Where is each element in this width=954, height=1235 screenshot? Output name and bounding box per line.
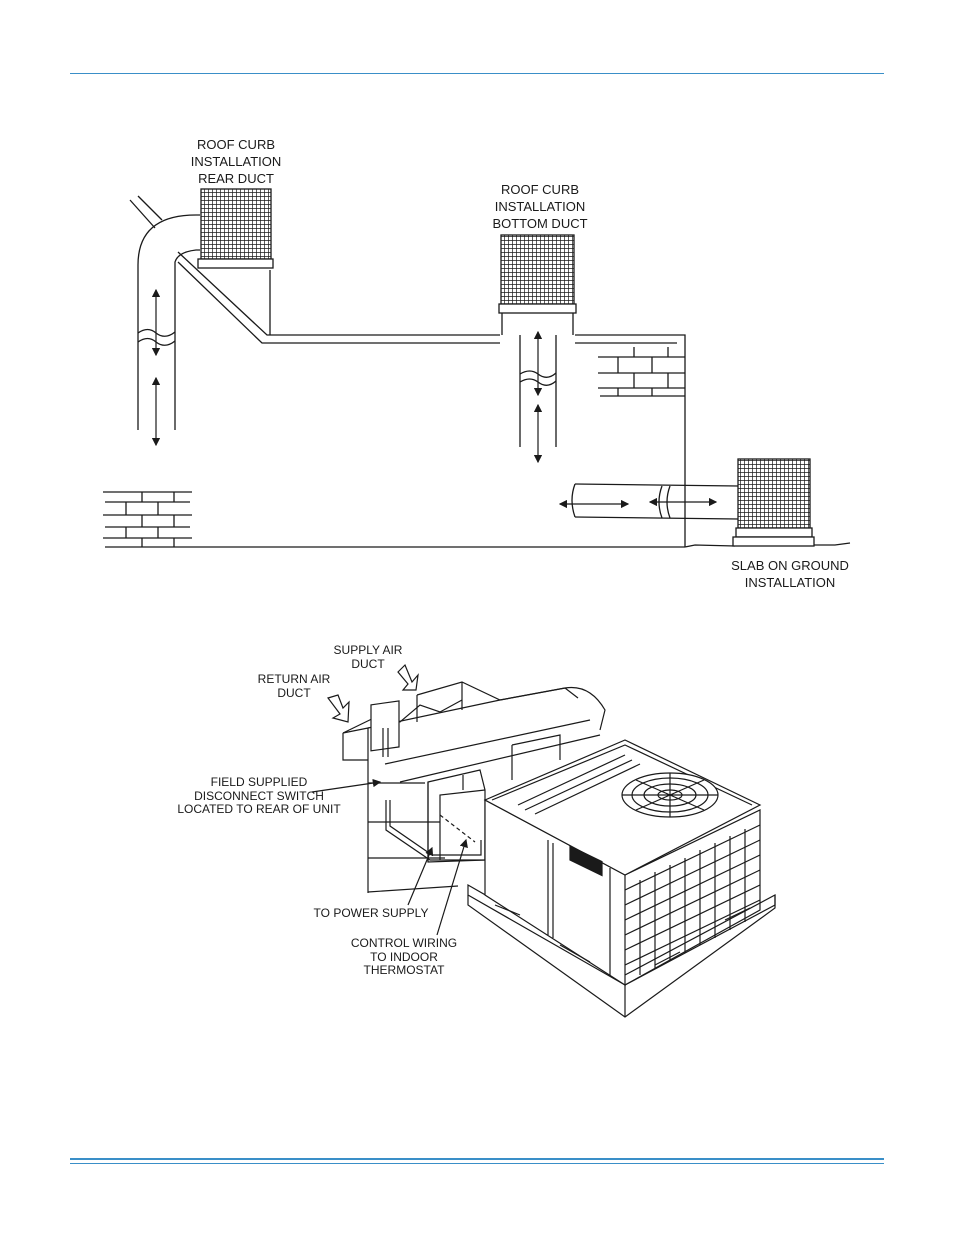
label-line: SUPPLY AIR — [333, 643, 403, 657]
bottom-duct-label: ROOF CURB INSTALLATION BOTTOM DUCT — [480, 181, 600, 232]
label-line: DISCONNECT SWITCH — [194, 788, 324, 803]
power-supply-label: TO POWER SUPPLY — [301, 906, 441, 921]
slab-label: SLAB ON GROUND INSTALLATION — [720, 557, 860, 591]
rear-duct-label: ROOF CURB INSTALLATION REAR DUCT — [176, 136, 296, 187]
label-line: RETURN AIR — [257, 672, 331, 686]
footer-rule-bottom — [70, 1163, 884, 1164]
label-line: INSTALLATION — [494, 199, 586, 214]
rear-duct-elbow — [137, 214, 200, 430]
slab-unit — [737, 458, 811, 529]
supply-flow-arrow — [397, 663, 419, 691]
leader-line — [311, 778, 382, 793]
supply-air-label: SUPPLY AIR DUCT — [318, 643, 418, 671]
label-line: SLAB ON GROUND — [731, 558, 849, 573]
header-rule — [70, 73, 884, 74]
installation-types-diagram — [103, 188, 851, 548]
label-line: TO POWER SUPPLY — [313, 906, 429, 920]
label-line: LOCATED TO REAR OF UNIT — [177, 802, 341, 816]
label-line: FIELD SUPPLIED — [210, 775, 308, 789]
leader-line — [407, 846, 434, 906]
label-line: BOTTOM DUCT — [492, 216, 588, 231]
label-line: THERMOSTAT — [363, 963, 445, 977]
return-air-label: RETURN AIR DUCT — [244, 672, 344, 700]
bottom-duct-unit — [500, 234, 575, 305]
label-line: INSTALLATION — [190, 154, 282, 169]
brick-wall-right — [598, 347, 685, 397]
return-flow-arrow — [327, 694, 350, 723]
leader-line — [436, 838, 468, 936]
label-line: REAR DUCT — [198, 171, 274, 186]
label-line: CONTROL WIRING — [350, 936, 458, 950]
label-line: INSTALLATION — [744, 575, 836, 590]
supply-duct — [416, 681, 579, 701]
disconnect-label: FIELD SUPPLIED DISCONNECT SWITCH LOCATED… — [169, 775, 349, 817]
disconnect-switch — [370, 700, 400, 752]
label-line: ROOF CURB — [501, 182, 579, 197]
roof-line — [177, 261, 500, 344]
label-line: ROOF CURB — [197, 137, 275, 152]
label-line: DUCT — [277, 685, 311, 700]
footer-rule-top — [70, 1158, 884, 1160]
label-line: DUCT — [351, 656, 385, 671]
label-line: TO INDOOR — [370, 949, 438, 964]
brick-wall-left — [103, 491, 192, 547]
return-duct — [427, 769, 486, 863]
brand-plate — [569, 845, 603, 877]
control-wiring-label: CONTROL WIRING TO INDOOR THERMOSTAT — [339, 936, 469, 978]
rear-duct-unit — [200, 188, 272, 260]
